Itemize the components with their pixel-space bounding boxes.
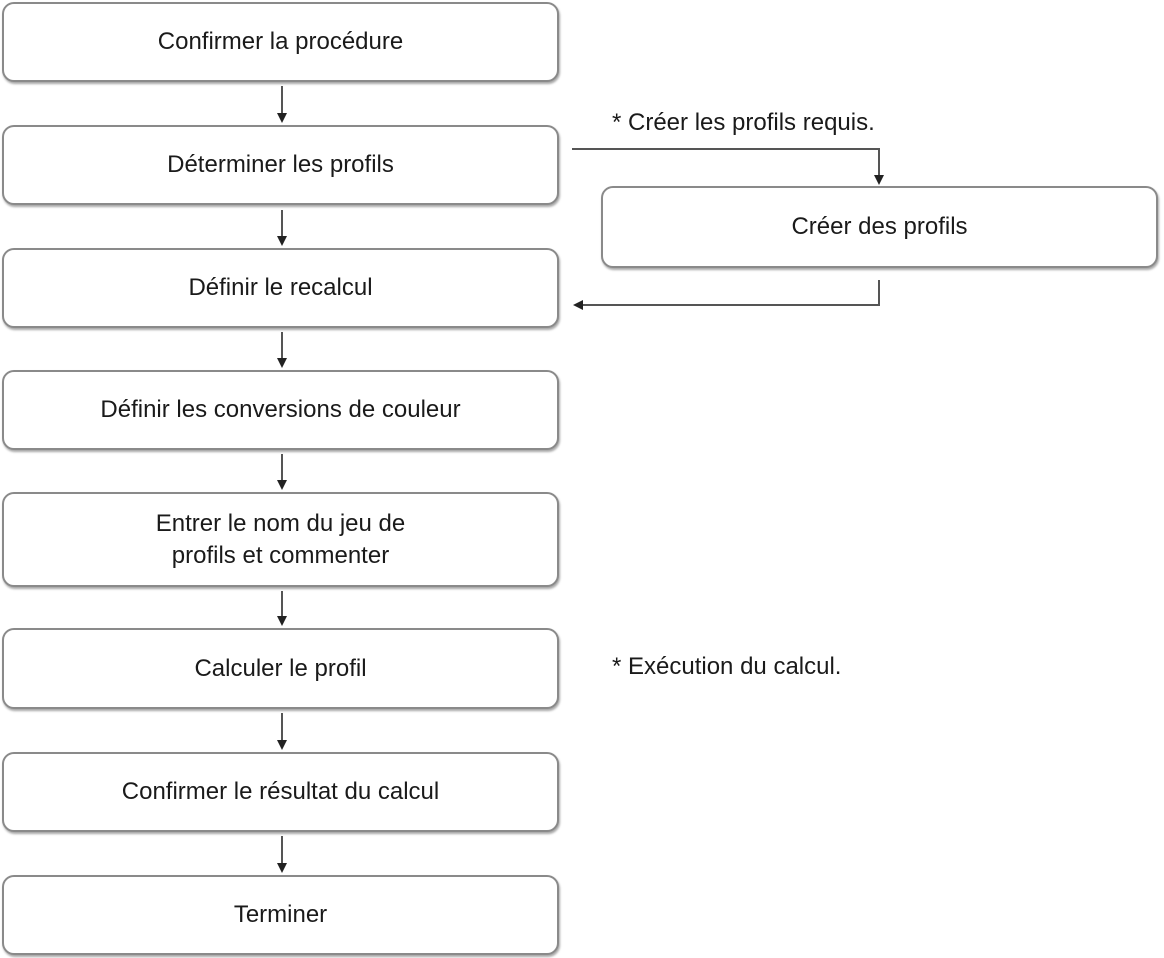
step-confirm-calculation-result: Confirmer le résultat du calcul bbox=[2, 752, 559, 832]
note-create-required: * Créer les profils requis. bbox=[612, 109, 875, 136]
step-determine-profiles: Déterminer les profils bbox=[2, 125, 559, 205]
branch-to-create-profiles bbox=[572, 148, 884, 185]
step-finish: Terminer bbox=[2, 875, 559, 955]
step-define-color-conversions: Définir les conversions de couleur bbox=[2, 370, 559, 450]
note-calculation-run: * Exécution du calcul. bbox=[612, 653, 842, 680]
step-calculate-profile: Calculer le profil bbox=[2, 628, 559, 709]
step-create-profiles: Créer des profils bbox=[601, 186, 1158, 268]
step-enter-profile-set-name: Entrer le nom du jeu de profils et comme… bbox=[2, 492, 559, 587]
step-confirm-procedure: Confirmer la procédure bbox=[2, 2, 559, 82]
step-define-recalculation: Définir le recalcul bbox=[2, 248, 559, 328]
return-from-create-profiles bbox=[573, 280, 880, 310]
